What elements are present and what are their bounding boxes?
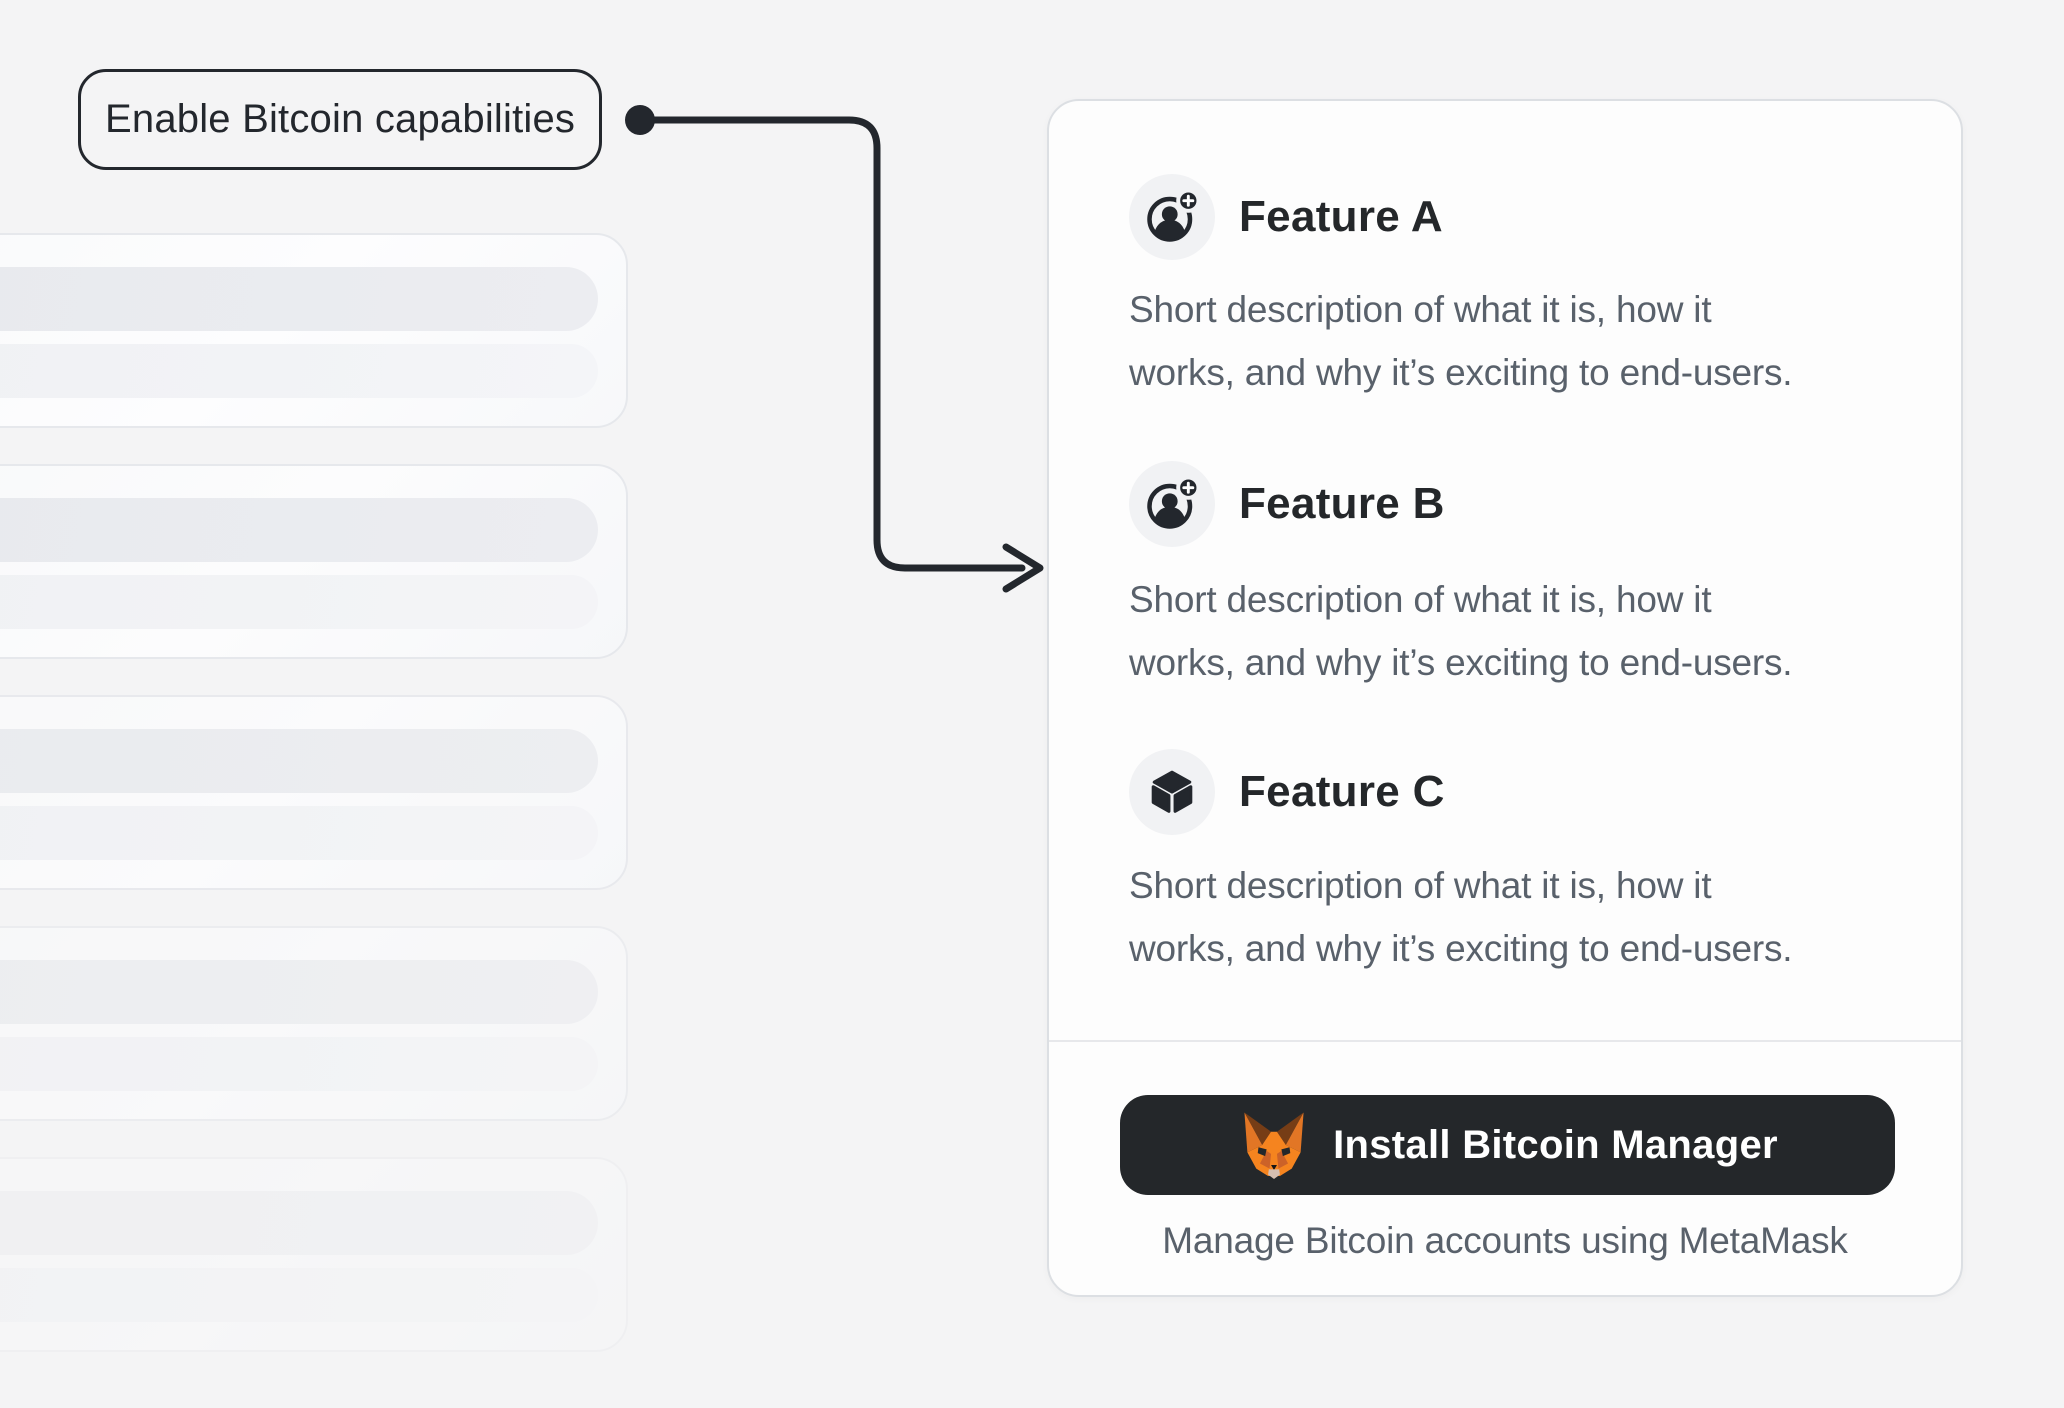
footer-caption: Manage Bitcoin accounts using MetaMask [1162, 1220, 1848, 1261]
skeleton-line [0, 267, 598, 331]
feature-title: Feature B [1239, 479, 1445, 528]
skeleton-line [0, 960, 598, 1024]
feature-title: Feature A [1239, 192, 1444, 241]
skeleton-card [0, 1157, 628, 1352]
skeleton-card [0, 695, 628, 890]
skeleton-line [0, 344, 598, 398]
feature-description: Short description of what it is, how it … [1129, 289, 1793, 393]
skeleton-line [0, 1037, 598, 1091]
annotation-label: Enable Bitcoin capabilities [78, 69, 603, 170]
account-plus-icon [1129, 461, 1215, 547]
skeleton-card [0, 464, 628, 659]
skeleton-line [0, 729, 598, 793]
annotation-label-text: Enable Bitcoin capabilities [105, 97, 576, 141]
skeleton-line [0, 575, 598, 629]
feature-description: Short description of what it is, how it … [1129, 579, 1793, 683]
skeleton-line [0, 806, 598, 860]
skeleton-line [0, 1268, 598, 1322]
install-button-label: Install Bitcoin Manager [1333, 1122, 1778, 1167]
cube-icon [1129, 749, 1215, 835]
metamask-fox-icon [1237, 1111, 1311, 1179]
skeleton-line [0, 498, 598, 562]
skeleton-card [0, 926, 628, 1121]
feature-panel: Feature A Short description of what it i… [1047, 99, 1963, 1297]
skeleton-card [0, 233, 628, 428]
install-bitcoin-manager-button[interactable]: Install Bitcoin Manager [1120, 1095, 1895, 1195]
connector-dot [625, 105, 655, 135]
panel-footer: Install Bitcoin Manager Manage Bitcoin a… [1049, 1040, 1961, 1295]
feature-description: Short description of what it is, how it … [1129, 865, 1793, 969]
skeleton-line [0, 1191, 598, 1255]
account-plus-icon [1129, 174, 1215, 260]
feature-title: Feature C [1239, 767, 1445, 816]
